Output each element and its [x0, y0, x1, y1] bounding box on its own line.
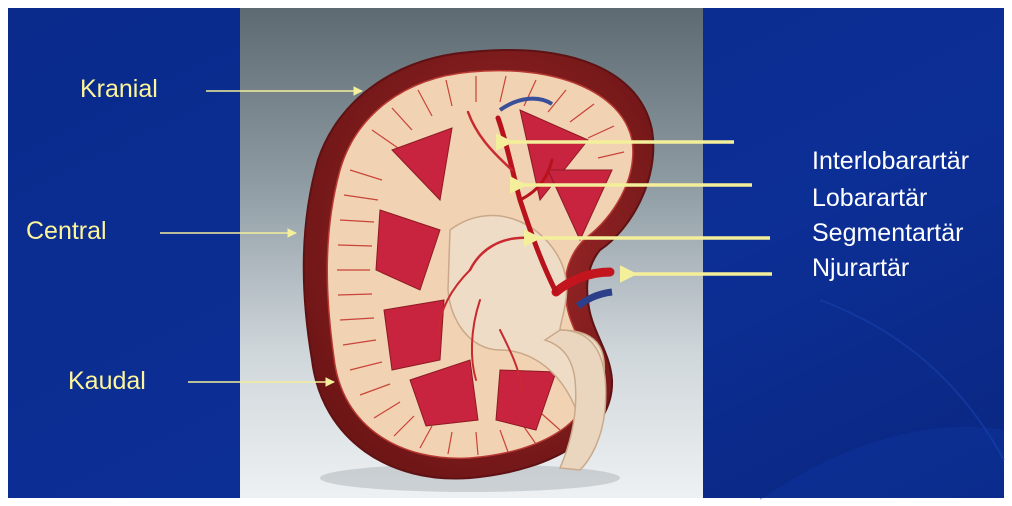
label-segmentartar: Segmentartär — [812, 218, 963, 248]
label-lobarartar: Lobarartär — [812, 183, 927, 213]
label-njurartar: Njurartär — [812, 253, 909, 283]
label-interlobarartar: Interlobarartär — [812, 146, 969, 176]
label-kaudal: Kaudal — [68, 366, 146, 396]
label-kranial: Kranial — [80, 74, 158, 104]
label-central: Central — [26, 216, 107, 246]
kidney-illustration — [304, 50, 654, 492]
